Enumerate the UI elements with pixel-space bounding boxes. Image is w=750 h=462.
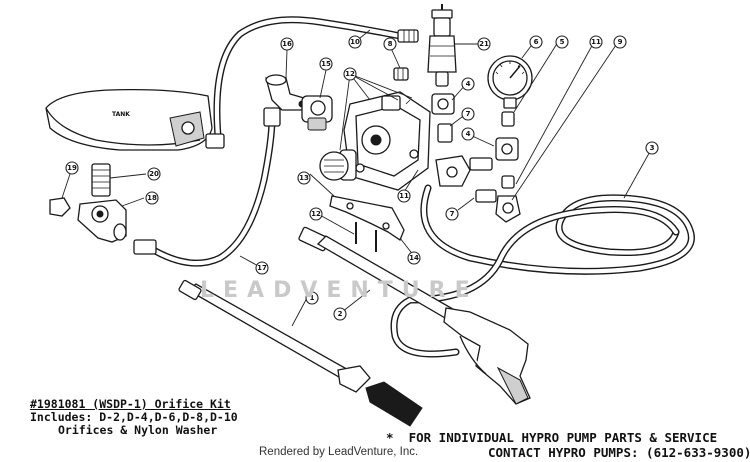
callout-7-low: 7 <box>445 207 459 221</box>
relief-valve-21 <box>427 4 457 87</box>
elbow-16 <box>265 74 306 111</box>
callout-4-mid: 4 <box>461 127 475 141</box>
svg-text:16: 16 <box>282 40 292 48</box>
callout-12-top: 12 <box>343 67 357 81</box>
hose-17 <box>133 107 281 267</box>
fitting-19-plug <box>49 197 71 217</box>
kit-title: #1981081 (WSDP-1) Orifice Kit <box>30 397 231 411</box>
tank: TANK <box>45 88 213 151</box>
service-note-line1: * FOR INDIVIDUAL HYPRO PUMP PARTS & SERV… <box>386 430 718 445</box>
svg-text:14: 14 <box>409 254 419 262</box>
svg-text:15: 15 <box>321 60 331 68</box>
callout-12-low: 12 <box>309 207 323 221</box>
svg-text:17: 17 <box>257 264 267 272</box>
hose-10 <box>205 16 419 149</box>
svg-text:21: 21 <box>479 40 489 48</box>
callout-6: 6 <box>529 35 543 49</box>
spray-wand-1 <box>178 279 423 427</box>
fitting-18-tee <box>77 199 127 243</box>
hose-3 <box>390 184 695 358</box>
service-note-line2: CONTACT HYPRO PUMPS: (612-633-9300) <box>488 445 750 460</box>
callout-13: 13 <box>297 171 311 185</box>
strainer-15 <box>301 95 333 131</box>
svg-text:3: 3 <box>650 144 655 152</box>
callout-16: 16 <box>280 37 294 51</box>
svg-text:10: 10 <box>350 38 360 46</box>
svg-text:19: 19 <box>67 164 77 172</box>
callout-1: 1 <box>305 291 319 305</box>
svg-text:6: 6 <box>534 38 539 46</box>
elbow-9 <box>475 189 521 223</box>
callout-10: 10 <box>348 35 362 49</box>
watermark: LEADVENTURE <box>200 278 479 303</box>
callout-8: 8 <box>383 37 397 51</box>
callout-4-top: 4 <box>461 77 475 91</box>
callout-17: 17 <box>255 261 269 275</box>
svg-text:4: 4 <box>466 130 471 138</box>
callout-19: 19 <box>65 161 79 175</box>
pressure-gauge-6 <box>487 55 533 109</box>
callout-21: 21 <box>477 37 491 51</box>
callout-7-top: 7 <box>461 107 475 121</box>
svg-text:5: 5 <box>560 38 565 46</box>
callout-5: 5 <box>555 35 569 49</box>
svg-text:12: 12 <box>311 210 321 218</box>
svg-text:7: 7 <box>466 110 471 118</box>
kit-includes: Includes: D-2,D-4,D-6,D-8,D-10 <box>30 410 238 424</box>
svg-text:4: 4 <box>466 80 471 88</box>
svg-text:20: 20 <box>149 170 159 178</box>
callout-11-low: 11 <box>397 189 411 203</box>
callout-9: 9 <box>613 35 627 49</box>
spray-gun-2 <box>298 226 531 405</box>
svg-text:2: 2 <box>338 310 343 318</box>
svg-text:13: 13 <box>299 174 309 182</box>
callout-15: 15 <box>319 57 333 71</box>
manifold-tee <box>431 93 519 189</box>
callout-18: 18 <box>145 191 159 205</box>
svg-text:11: 11 <box>399 192 409 200</box>
svg-text:7: 7 <box>450 210 455 218</box>
callout-2: 2 <box>333 307 347 321</box>
callout-11-top: 11 <box>589 35 603 49</box>
svg-text:9: 9 <box>618 38 623 46</box>
svg-text:12: 12 <box>345 70 355 78</box>
svg-text:11: 11 <box>591 38 601 46</box>
kit-orifices: Orifices & Nylon Washer <box>58 423 218 437</box>
plug-8 <box>393 67 409 81</box>
svg-text:1: 1 <box>310 294 315 302</box>
pump-body <box>319 91 431 191</box>
callout-14: 14 <box>407 251 421 265</box>
callout-3: 3 <box>645 141 659 155</box>
render-credit: Rendered by LeadVenture, Inc. <box>259 446 419 458</box>
tank-label: TANK <box>112 111 130 118</box>
svg-text:8: 8 <box>388 40 393 48</box>
fitting-20-nipple <box>91 163 111 197</box>
service-note: * FOR INDIVIDUAL HYPRO PUMP PARTS & SERV… <box>386 430 750 460</box>
callout-20: 20 <box>147 167 161 181</box>
svg-text:18: 18 <box>147 194 157 202</box>
bracket <box>329 195 405 252</box>
